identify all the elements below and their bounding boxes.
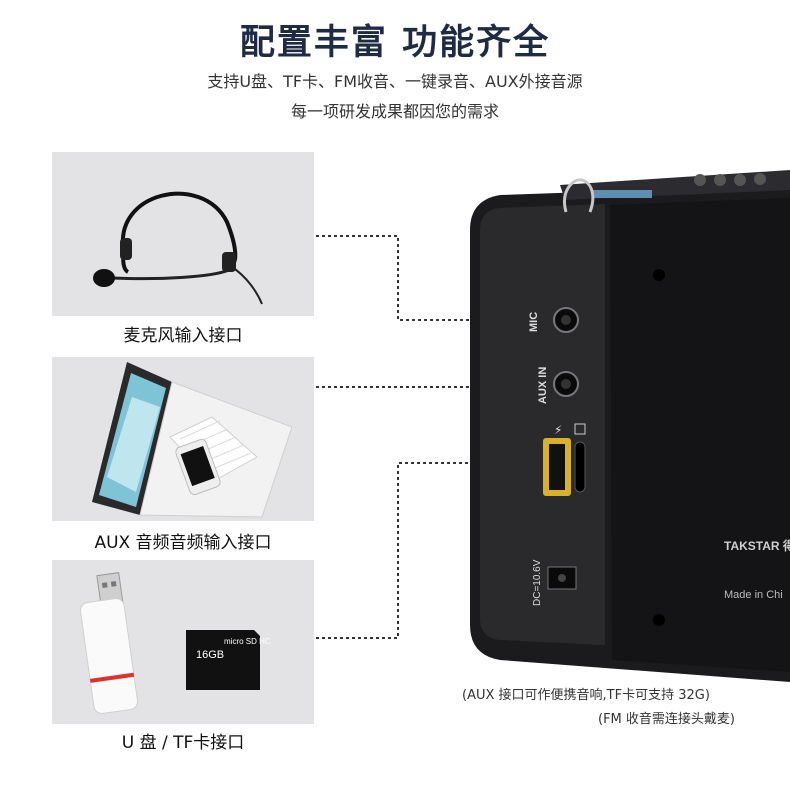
sd-brand-label: micro SD HC	[224, 637, 271, 646]
port-label-dc: DC=10.6V	[532, 559, 543, 606]
caption-aux-input: AUX 音频音频输入接口	[94, 533, 272, 553]
caption-mic-input: 麦克风输入接口	[123, 326, 243, 346]
headset-microphone-icon	[93, 191, 263, 305]
note-aux-tf: (AUX 接口可作便携音响,TF卡可支持 32G)	[462, 688, 710, 703]
laptop-phone-icon	[92, 362, 293, 518]
caption-usb-tf: U 盘 / TF卡接口	[121, 733, 245, 753]
usb-drive-sd-card-icon: 16GB micro SD HC	[79, 572, 271, 714]
feature-panel-usb-tf: 16GB micro SD HC	[52, 560, 314, 724]
port-label-mic: MIC	[528, 312, 540, 332]
made-in-text: Made in Chi	[724, 589, 783, 601]
subtitle-slogan: 每一项研发成果都因您的需求	[290, 102, 499, 121]
usb-icon: ⚡	[554, 423, 562, 437]
feature-panel-mic	[52, 152, 314, 316]
sd-size-label: 16GB	[196, 649, 224, 661]
page-title: 配置丰富 功能齐全	[239, 23, 551, 63]
subtitle-features: 支持U盘、TF卡、FM收音、一键录音、AUX外接音源	[207, 72, 583, 91]
brand-logo-text: TAKSTAR 得胜	[724, 538, 790, 553]
note-fm: (FM 收音需连接头戴麦)	[598, 712, 735, 727]
feature-panel-aux	[52, 357, 314, 521]
port-label-aux: AUX IN	[537, 367, 549, 404]
